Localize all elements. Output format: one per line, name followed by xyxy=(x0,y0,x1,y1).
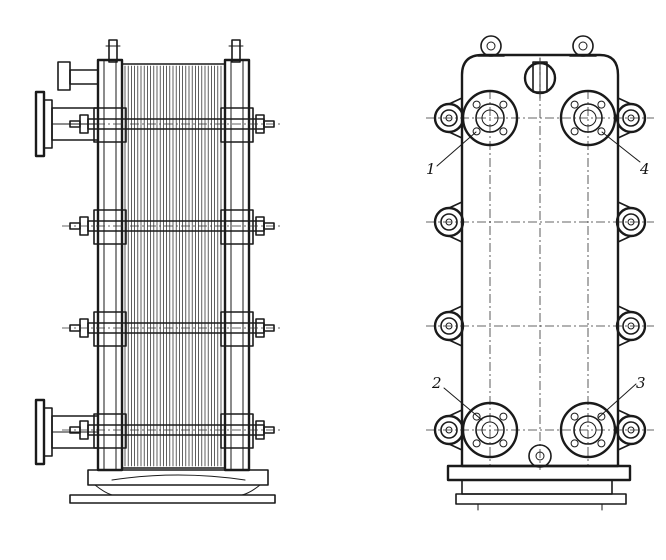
plate-pack xyxy=(121,63,226,469)
side-base xyxy=(69,469,276,504)
flange-bolt-hole xyxy=(499,439,508,448)
front-base xyxy=(446,464,632,511)
movable-frame-plate xyxy=(220,58,254,472)
flange-bolt-hole xyxy=(472,100,481,109)
port-flange xyxy=(559,401,617,459)
port-flange xyxy=(461,401,519,459)
flange-bolt-hole xyxy=(597,412,606,421)
port-flanges xyxy=(461,89,617,459)
flange-bolt-hole xyxy=(472,127,481,136)
front-plate-outline xyxy=(460,53,620,468)
flange-bolt-hole xyxy=(570,439,579,448)
lower-nozzle xyxy=(34,398,99,466)
upper-nozzles xyxy=(34,61,99,158)
side-lug xyxy=(433,305,465,347)
side-view xyxy=(34,39,280,504)
flange-bolt-hole xyxy=(597,100,606,109)
port-label-3: 3 xyxy=(636,374,646,392)
port-flange xyxy=(559,89,617,147)
side-lug xyxy=(433,201,465,243)
flange-bolt-hole xyxy=(472,439,481,448)
side-lug xyxy=(615,409,647,451)
flange-bolt-hole xyxy=(570,127,579,136)
flange-bolt-hole xyxy=(499,412,508,421)
side-lug xyxy=(615,305,647,347)
port-label-2: 2 xyxy=(431,374,442,392)
flange-bolt-hole xyxy=(499,100,508,109)
top-rods xyxy=(105,39,244,63)
top-lugs xyxy=(477,35,597,57)
plate-pack-outline xyxy=(121,63,226,469)
flange-bolt-hole xyxy=(597,127,606,136)
flange-bolt-hole xyxy=(472,412,481,421)
flange-bolt-hole xyxy=(570,412,579,421)
side-lug xyxy=(615,97,647,139)
front-view: 1 4 2 3 xyxy=(426,35,654,511)
side-centerlines xyxy=(62,123,280,431)
flange-bolt-hole xyxy=(499,127,508,136)
side-lug xyxy=(615,201,647,243)
front-centerlines xyxy=(426,58,654,470)
flange-bolt-hole xyxy=(570,100,579,109)
leader-lines xyxy=(436,131,641,421)
port-label-4: 4 xyxy=(639,160,650,178)
flange-bolt-hole xyxy=(597,439,606,448)
port-flange xyxy=(461,89,519,147)
port-label-1: 1 xyxy=(426,160,436,178)
